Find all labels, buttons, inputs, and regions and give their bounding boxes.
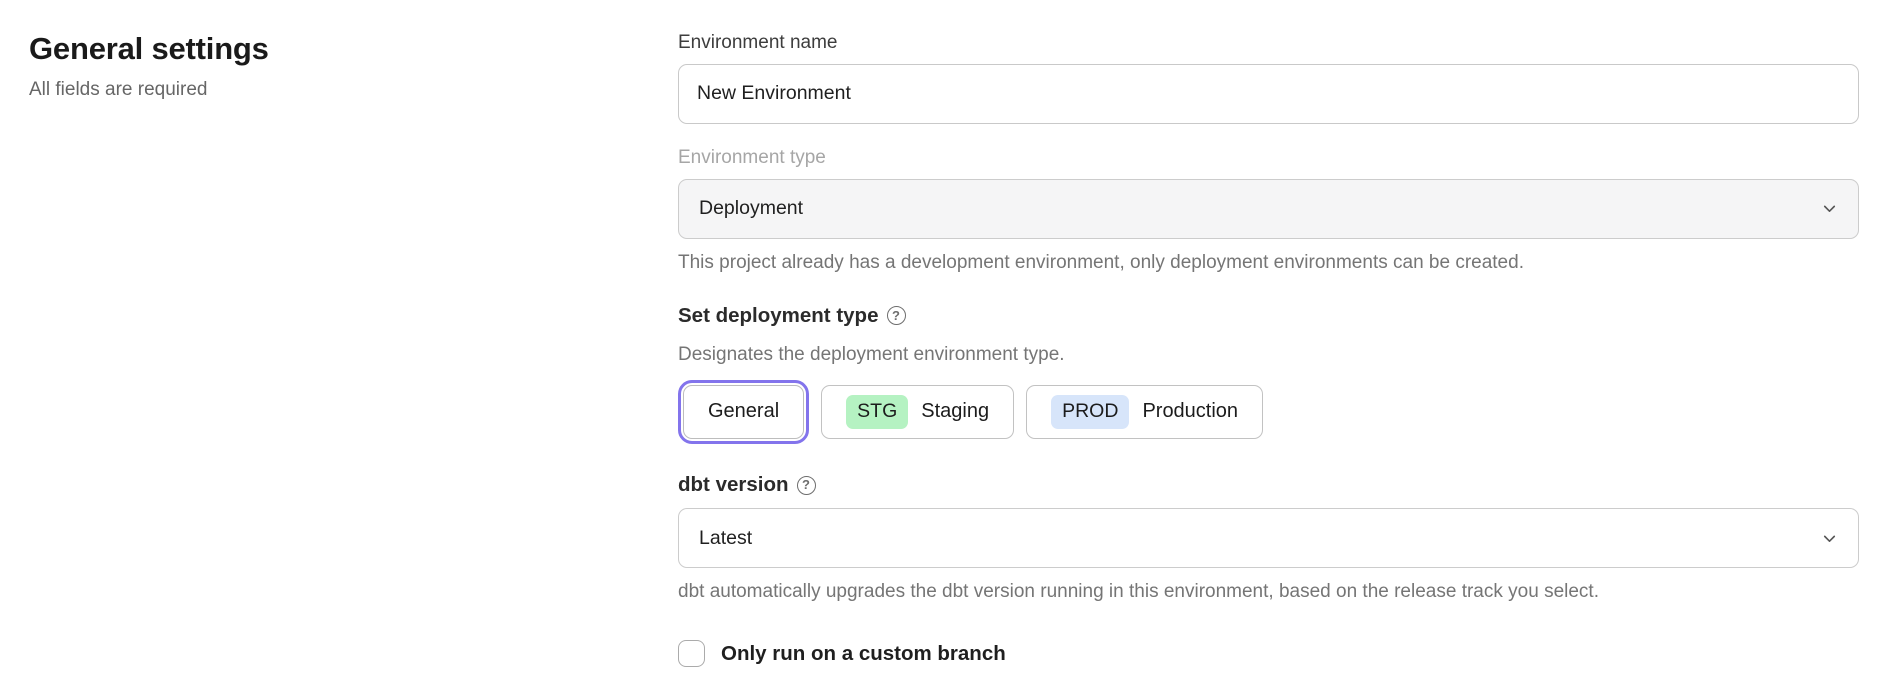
deployment-type-options: General STG Staging PROD Production — [678, 379, 1859, 444]
deployment-type-staging-button[interactable]: STG Staging — [821, 384, 1015, 439]
custom-branch-label[interactable]: Only run on a custom branch — [721, 641, 1006, 665]
environment-type-value: Deployment — [699, 197, 804, 220]
deployment-type-section: Set deployment type ? — [678, 303, 1859, 328]
deployment-type-general-button[interactable]: General — [683, 384, 805, 439]
environment-type-helper: This project already has a development e… — [678, 251, 1524, 273]
custom-branch-checkbox[interactable] — [678, 640, 705, 668]
dbt-version-label: dbt version — [678, 472, 789, 496]
environment-type-label: Environment type — [678, 146, 826, 168]
deployment-type-production-button[interactable]: PROD Production — [1026, 384, 1264, 439]
custom-branch-row: Only run on a custom branch — [678, 640, 1859, 668]
environment-name-input[interactable] — [678, 63, 1859, 124]
chevron-down-icon — [1823, 535, 1836, 542]
environment-type-select[interactable]: Deployment — [678, 178, 1859, 239]
deployment-type-label: Set deployment type — [678, 303, 879, 327]
selected-option-ring: General — [678, 379, 810, 444]
dbt-version-section: dbt version ? — [678, 472, 1859, 497]
staging-option-label: Staging — [921, 400, 990, 423]
prod-badge: PROD — [1051, 395, 1130, 429]
stg-badge: STG — [846, 395, 909, 429]
environment-form: Environment name Environment type Deploy… — [678, 30, 1859, 668]
chevron-down-icon — [1823, 205, 1836, 213]
help-icon[interactable]: ? — [886, 306, 906, 326]
page-title: General settings — [29, 31, 269, 66]
dbt-version-select[interactable]: Latest — [678, 508, 1859, 569]
dbt-version-value: Latest — [699, 526, 753, 549]
environment-name-label: Environment name — [678, 32, 838, 53]
production-option-label: Production — [1142, 400, 1239, 423]
dbt-version-helper: dbt automatically upgrades the dbt versi… — [678, 581, 1599, 603]
help-icon[interactable]: ? — [796, 475, 816, 495]
deployment-type-helper: Designates the deployment environment ty… — [678, 344, 1065, 366]
page-subtitle: All fields are required — [29, 79, 208, 101]
settings-intro: General settings All fields are required — [29, 30, 678, 667]
general-option-label: General — [708, 400, 780, 423]
